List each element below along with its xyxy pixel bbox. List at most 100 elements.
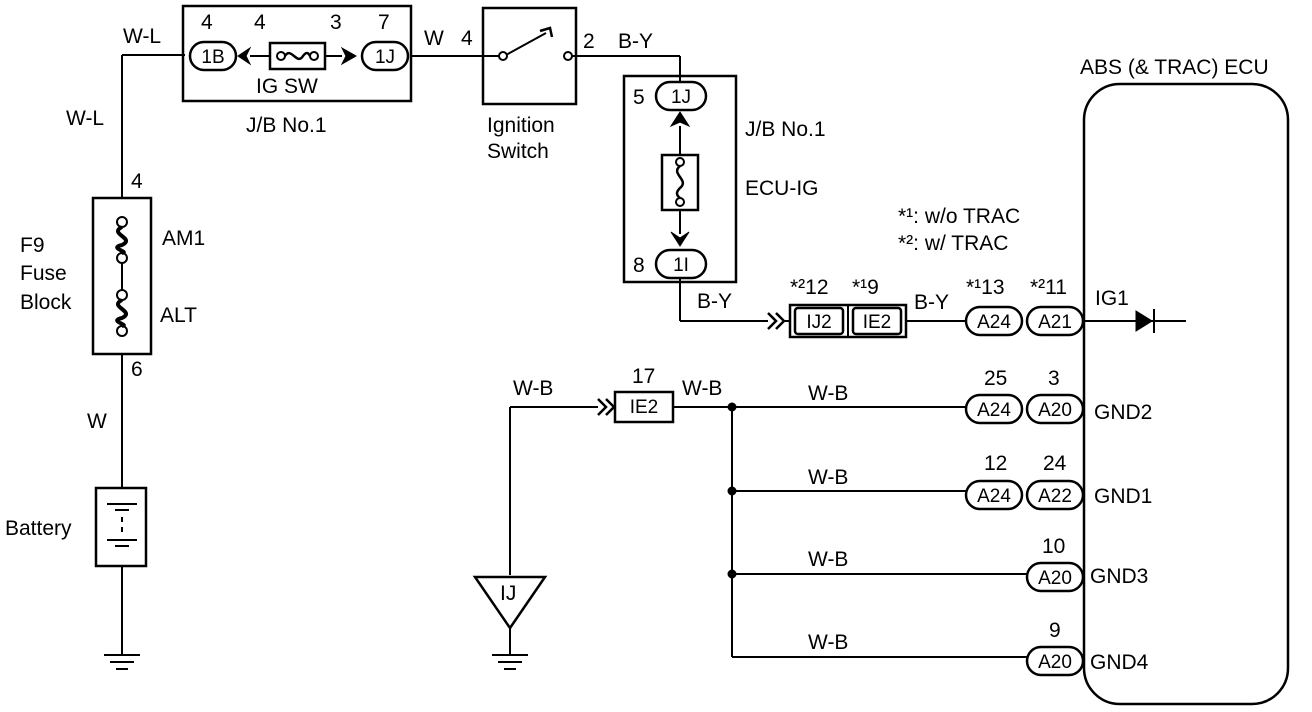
pin-gnd2-a24: 25 bbox=[984, 367, 1007, 390]
battery-circuit: W-L W-L 4 F9 Fuse Block AM1 ALT 6 W Batt… bbox=[5, 25, 205, 670]
note-w-trac: *²: w/ TRAC bbox=[898, 232, 1008, 255]
ig-sw-fuse-box bbox=[268, 41, 327, 71]
pin-gnd2-a20: 3 bbox=[1048, 367, 1060, 390]
connector-gnd3-a20-label: A20 bbox=[1038, 568, 1072, 589]
ground-point-ij bbox=[472, 575, 548, 631]
connector-a24-upper bbox=[964, 305, 1024, 337]
connector-1i-label: 1I bbox=[673, 255, 689, 276]
connector-1b bbox=[188, 40, 238, 72]
junction-block-right: 1J 1I 5 8 J/B No.1 ECU-IG bbox=[622, 74, 826, 284]
pin-jb-1j: 7 bbox=[378, 11, 390, 34]
pin-a24-upper: *¹13 bbox=[966, 276, 1005, 299]
ignition-switch: Ignition Switch bbox=[481, 6, 578, 163]
pin-a21: *²11 bbox=[1030, 276, 1067, 299]
wire-label-wb-gnd3: W-B bbox=[808, 548, 848, 571]
fuse-am1-label: AM1 bbox=[162, 227, 205, 250]
fuse-block-label-1: F9 bbox=[20, 234, 45, 257]
switch-contact-left-icon bbox=[498, 51, 508, 61]
pin-gnd1-a22: 24 bbox=[1043, 452, 1067, 475]
splice-1 bbox=[727, 402, 737, 412]
wire-label-by-right: B-Y bbox=[914, 291, 949, 314]
ground-point-ij-label: IJ bbox=[500, 582, 516, 605]
connector-gnd4-a20-label: A20 bbox=[1038, 652, 1072, 673]
terminal-gnd3: GND3 bbox=[1090, 565, 1148, 588]
connector-1b-label: 1B bbox=[201, 47, 224, 68]
ecu-ig-fuse-box bbox=[660, 153, 700, 212]
connector-gnd4-a20 bbox=[1025, 645, 1085, 677]
wire-label-wb-left: W-B bbox=[513, 377, 553, 400]
ground-ij-icon bbox=[492, 654, 528, 670]
switch-lever-icon bbox=[505, 26, 554, 56]
fuse-block-label-3: Block bbox=[20, 291, 72, 314]
connector-gnd1-a22-label: A22 bbox=[1038, 486, 1072, 507]
battery-icon bbox=[107, 503, 137, 547]
connector-gnd2-a20-label: A20 bbox=[1038, 400, 1072, 421]
connector-a21-label: A21 bbox=[1038, 312, 1072, 333]
pin-jb2-1i: 8 bbox=[633, 254, 645, 277]
junction-block-top: 1B 1J 4 4 3 7 IG SW J/B No.1 bbox=[181, 4, 413, 137]
jb-no1-top-label: J/B No.1 bbox=[246, 114, 327, 137]
note-w-o-trac: *¹: w/o TRAC bbox=[898, 205, 1020, 228]
diode-icon bbox=[1135, 309, 1155, 333]
jb-top-box bbox=[181, 4, 413, 103]
ig1-circuit: IJ2 IE2 A24 A21 B-Y *²12 *¹9 B-Y *¹13 *²… bbox=[679, 276, 1085, 339]
fuse-block-label-2: Fuse bbox=[20, 262, 67, 285]
connector-chevron-icon bbox=[767, 312, 786, 330]
connector-1j-right-label: 1J bbox=[671, 87, 691, 108]
connector-gnd1-a22 bbox=[1025, 479, 1085, 511]
pin-jb-fuse-right: 3 bbox=[330, 11, 342, 34]
ecu-title: ABS (& TRAC) ECU bbox=[1080, 56, 1269, 79]
pin-ie2-lower: 17 bbox=[632, 365, 655, 388]
wire-label-wl-left: W-L bbox=[66, 107, 104, 130]
ecu-box bbox=[1082, 82, 1290, 706]
abs-ecu: ABS (& TRAC) ECU IG1 GND2 GND1 GND3 GND4 bbox=[1080, 56, 1290, 706]
wire-label-wb-gnd2: W-B bbox=[808, 382, 848, 405]
wire-label-wb-gnd1: W-B bbox=[808, 466, 848, 489]
switch-contact-right-icon bbox=[563, 51, 573, 61]
wire-label-wb-gnd4: W-B bbox=[808, 631, 848, 654]
connector-gnd1-a24-label: A24 bbox=[977, 486, 1011, 507]
connector-1j-top-label: 1J bbox=[375, 47, 395, 68]
chevron-down-icon bbox=[670, 231, 690, 247]
ignition-switch-label-1: Ignition bbox=[487, 114, 555, 137]
ecu-ig-label: ECU-IG bbox=[745, 177, 819, 200]
pin-ij2: *²12 bbox=[790, 276, 829, 299]
connector-gnd2-a24-label: A24 bbox=[977, 400, 1011, 421]
chevron-up-icon bbox=[669, 111, 691, 128]
pin-gnd3-a20: 10 bbox=[1042, 535, 1065, 558]
wire-label-wb-mid: W-B bbox=[682, 377, 722, 400]
pin-jb2-1j: 5 bbox=[633, 86, 645, 109]
fuse-block-box bbox=[91, 196, 153, 356]
pin-ign-out: 2 bbox=[583, 30, 595, 53]
ecu-ig-fuse-icon bbox=[675, 157, 685, 207]
terminal-gnd1: GND1 bbox=[1094, 485, 1152, 508]
connector-ie2-lower-label: IE2 bbox=[630, 397, 659, 418]
pin-ie2-upper: *¹9 bbox=[852, 276, 879, 299]
connector-gnd2-a24 bbox=[964, 393, 1024, 425]
terminal-gnd2: GND2 bbox=[1094, 401, 1152, 424]
connector-ie2-upper bbox=[851, 306, 903, 336]
connector-chevron-lower-icon bbox=[597, 398, 616, 416]
connector-1j-top bbox=[360, 40, 410, 72]
terminal-ig1: IG1 bbox=[1095, 287, 1129, 310]
battery-label: Battery bbox=[5, 517, 72, 540]
wire-label-wl-top: W-L bbox=[123, 25, 161, 48]
wire-label-by-mid: B-Y bbox=[697, 290, 732, 313]
pin-ign-in: 4 bbox=[461, 27, 473, 50]
pin-gnd4-a20: 9 bbox=[1049, 619, 1061, 642]
connector-ij2 bbox=[793, 306, 845, 336]
wire-label-w-top: W bbox=[424, 27, 444, 50]
alt-fuse-icon bbox=[115, 289, 128, 337]
ground-icon bbox=[104, 654, 140, 670]
jb-no1-right-label: J/B No.1 bbox=[745, 118, 826, 141]
ig-sw-label: IG SW bbox=[256, 75, 318, 98]
ignition-switch-label-2: Switch bbox=[487, 140, 549, 163]
pin-jb-fuse-left: 4 bbox=[254, 11, 266, 34]
am1-fuse-icon bbox=[115, 216, 128, 264]
connector-gnd3-a20 bbox=[1025, 561, 1085, 593]
chevron-left-icon bbox=[237, 46, 252, 66]
connector-gnd1-a24 bbox=[964, 479, 1024, 511]
wire-label-w-bottom: W bbox=[87, 410, 107, 433]
battery-box bbox=[94, 486, 148, 568]
